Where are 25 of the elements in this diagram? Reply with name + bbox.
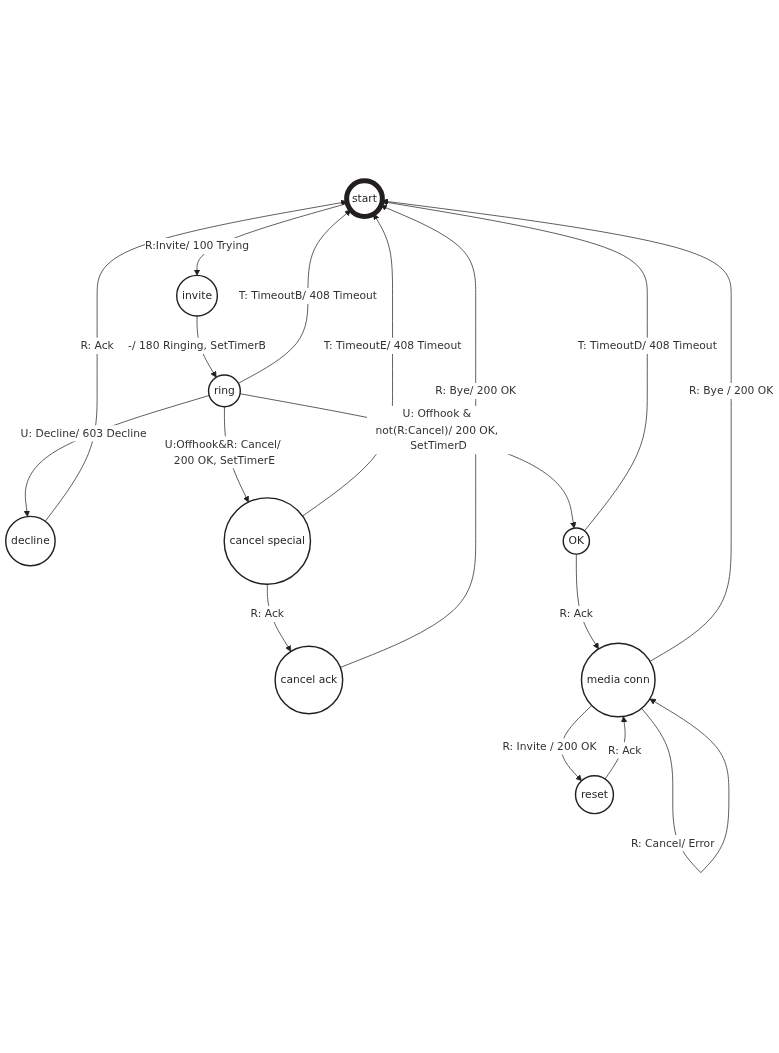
edge-label: R:Invite/ 100 Trying — [145, 239, 250, 252]
node-circle: ring — [207, 374, 241, 408]
edge-label: R: Bye/ 200 OK — [435, 384, 517, 397]
edge-label: R: Ack — [608, 743, 642, 757]
edge-label: T: TimeoutE/ 408 Timeout — [323, 338, 462, 352]
edge-label: R: Ack — [250, 606, 285, 620]
edge-label: R: Ack — [80, 338, 114, 352]
node-circle: OK — [562, 527, 591, 555]
edge-label: T: TimeoutD/ 408 Timeout — [577, 338, 717, 352]
node-circle: reset — [574, 774, 615, 815]
edge-label: R: Bye / 200 OK — [689, 384, 774, 397]
node-circle: media conn — [580, 642, 656, 718]
node-circle: invite — [176, 274, 219, 317]
edge-label: R: Invite / 200 OK — [502, 739, 597, 753]
node-circle: decline — [5, 515, 56, 567]
edge-label: T: TimeoutB/ 408 Timeout — [238, 288, 378, 302]
edge-label: -/ 180 Ringing, SetTimerB — [128, 338, 266, 352]
edge-label: U: Decline/ 603 Decline — [20, 426, 147, 440]
node-circle: start — [344, 178, 385, 219]
edge-label: U: Offhook & not(R:Cancel)/ 200 OK, SetTimerD — [375, 406, 499, 453]
node-circle: cancel special — [223, 496, 312, 585]
edge-label: R: Cancel/ Error — [630, 836, 715, 850]
edge-label: R: Ack — [559, 606, 594, 620]
node-circle: cancel ack — [274, 645, 344, 715]
edge-label: U:Offhook&R: Cancel/ 200 OK, SetTimerE — [164, 437, 281, 467]
